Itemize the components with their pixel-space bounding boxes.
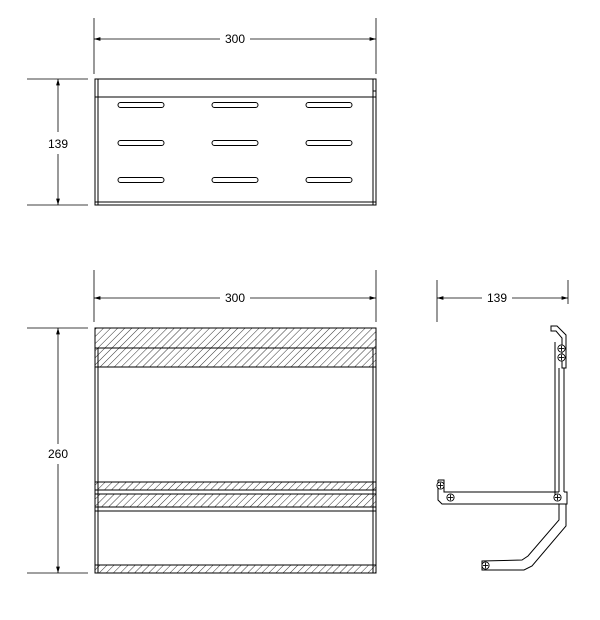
side-width-label: 139 bbox=[487, 291, 507, 305]
ventilation-slot bbox=[117, 177, 165, 183]
top-width-label: 300 bbox=[225, 32, 245, 46]
top-shelf-outline bbox=[94, 78, 377, 206]
side-view: 139 bbox=[436, 280, 569, 571]
screw-icon bbox=[481, 561, 490, 570]
ventilation-slot bbox=[305, 102, 353, 108]
ventilation-slot bbox=[305, 177, 353, 183]
ventilation-slot bbox=[211, 102, 259, 108]
top-height-label: 139 bbox=[48, 137, 68, 151]
screw-icon bbox=[446, 493, 455, 502]
screw-icon bbox=[553, 493, 562, 502]
front-width-label: 300 bbox=[225, 291, 245, 305]
screw-icon bbox=[557, 353, 566, 362]
ventilation-slot bbox=[117, 140, 165, 146]
side-width-dimension: 139 bbox=[436, 280, 569, 322]
front-view: 300 260 bbox=[27, 270, 377, 574]
ventilation-slot bbox=[305, 140, 353, 146]
middle-shelf-band bbox=[94, 493, 377, 508]
ventilation-slot bbox=[211, 177, 259, 183]
middle-shelf-top bbox=[94, 481, 377, 491]
top-shelf-lip bbox=[94, 347, 377, 368]
front-width-dimension: 300 bbox=[93, 270, 377, 322]
top-view: 300 139 bbox=[27, 18, 377, 206]
ventilation-slot bbox=[117, 102, 165, 108]
ventilation-slot bbox=[211, 140, 259, 146]
ventilation-slots bbox=[117, 102, 353, 183]
screw-icon bbox=[557, 344, 566, 353]
top-shelf-band bbox=[94, 327, 377, 349]
front-shelf-body bbox=[94, 327, 377, 574]
bottom-band bbox=[94, 564, 377, 574]
front-height-label: 260 bbox=[48, 447, 68, 461]
screw-icon bbox=[436, 481, 445, 490]
top-width-dimension: 300 bbox=[93, 18, 377, 74]
top-height-dimension: 139 bbox=[27, 78, 88, 206]
front-height-dimension: 260 bbox=[27, 327, 88, 574]
bracket-profile bbox=[437, 325, 568, 571]
